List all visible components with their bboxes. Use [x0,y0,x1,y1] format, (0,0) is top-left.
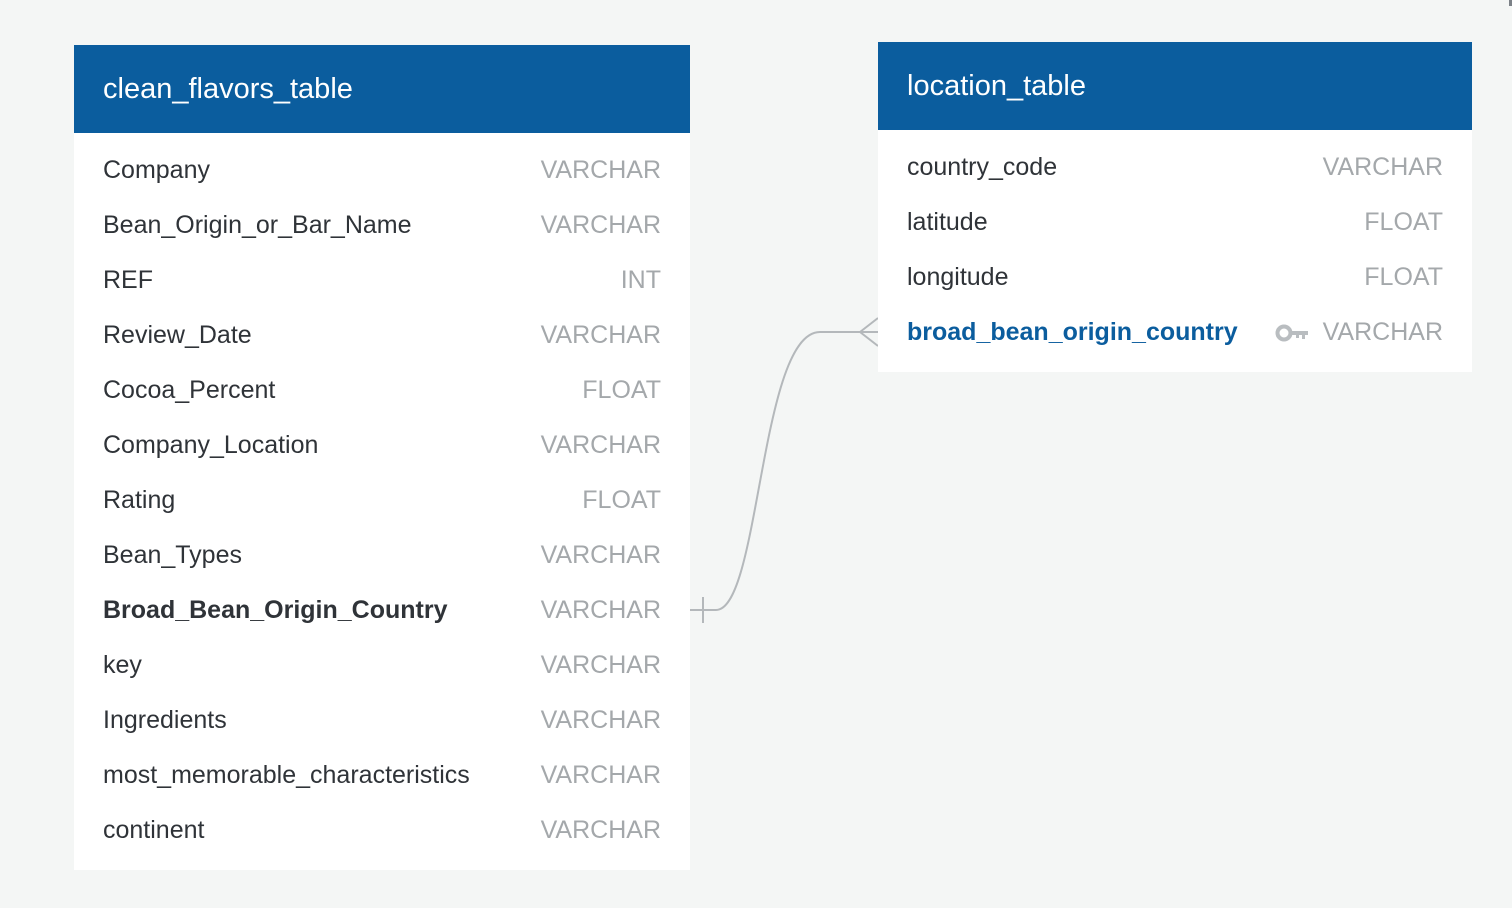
table-title: clean_flavors_table [103,72,353,105]
scroll-indicator [1509,0,1512,6]
column-row[interactable]: Company_Location VARCHAR [74,418,690,473]
column-row[interactable]: country_code VARCHAR [878,140,1472,195]
column-type: VARCHAR [540,706,661,734]
column-name: most_memorable_characteristics [103,761,470,789]
column-row[interactable]: Cocoa_Percent FLOAT [74,363,690,418]
table-header[interactable]: clean_flavors_table [74,45,690,133]
column-name: Company [103,156,210,184]
column-row[interactable]: Bean_Origin_or_Bar_Name VARCHAR [74,198,690,253]
column-name: Broad_Bean_Origin_Country [103,596,448,624]
column-name: REF [103,266,153,294]
column-name: Cocoa_Percent [103,376,276,404]
many-cardinality-crowfoot [859,317,879,347]
column-row[interactable]: Broad_Bean_Origin_Country VARCHAR [74,583,690,638]
column-name: Review_Date [103,321,252,349]
column-name: longitude [907,263,1009,291]
column-type: VARCHAR [540,651,661,679]
column-name: key [103,651,142,679]
column-type: VARCHAR [1322,153,1443,181]
column-row[interactable]: Bean_Types VARCHAR [74,528,690,583]
column-type: VARCHAR [540,156,661,184]
column-type: INT [620,266,661,294]
column-type: VARCHAR [1322,318,1443,346]
column-name: Bean_Origin_or_Bar_Name [103,211,412,239]
column-type: VARCHAR [540,431,661,459]
column-row[interactable]: continent VARCHAR [74,803,690,858]
table-title: location_table [907,69,1086,102]
table-header[interactable]: location_table [878,42,1472,130]
column-row[interactable]: REF INT [74,253,690,308]
column-type: VARCHAR [540,761,661,789]
column-name: continent [103,816,205,844]
column-row[interactable]: Ingredients VARCHAR [74,693,690,748]
column-row[interactable]: key VARCHAR [74,638,690,693]
column-type: VARCHAR [540,596,661,624]
column-row[interactable]: latitude FLOAT [878,195,1472,250]
column-type: FLOAT [582,376,661,404]
column-type: FLOAT [582,486,661,514]
column-row[interactable]: longitude FLOAT [878,250,1472,305]
relationship-line [690,331,878,611]
column-name: Rating [103,486,176,514]
column-type: VARCHAR [540,321,661,349]
column-type: VARCHAR [540,816,661,844]
column-name: Company_Location [103,431,319,459]
column-row[interactable]: Rating FLOAT [74,473,690,528]
column-type: FLOAT [1364,263,1443,291]
column-type: VARCHAR [540,211,661,239]
column-row[interactable]: Review_Date VARCHAR [74,308,690,363]
column-row[interactable]: broad_bean_origin_country VARCHAR [878,305,1472,360]
column-row[interactable]: most_memorable_characteristics VARCHAR [74,748,690,803]
column-name: latitude [907,208,988,236]
column-type: VARCHAR [540,541,661,569]
column-row[interactable]: Company VARCHAR [74,143,690,198]
column-name: Bean_Types [103,541,242,569]
column-name: Ingredients [103,706,227,734]
column-name: broad_bean_origin_country [907,318,1238,346]
column-type: FLOAT [1364,208,1443,236]
column-name: country_code [907,153,1058,181]
key-icon [1275,324,1308,341]
